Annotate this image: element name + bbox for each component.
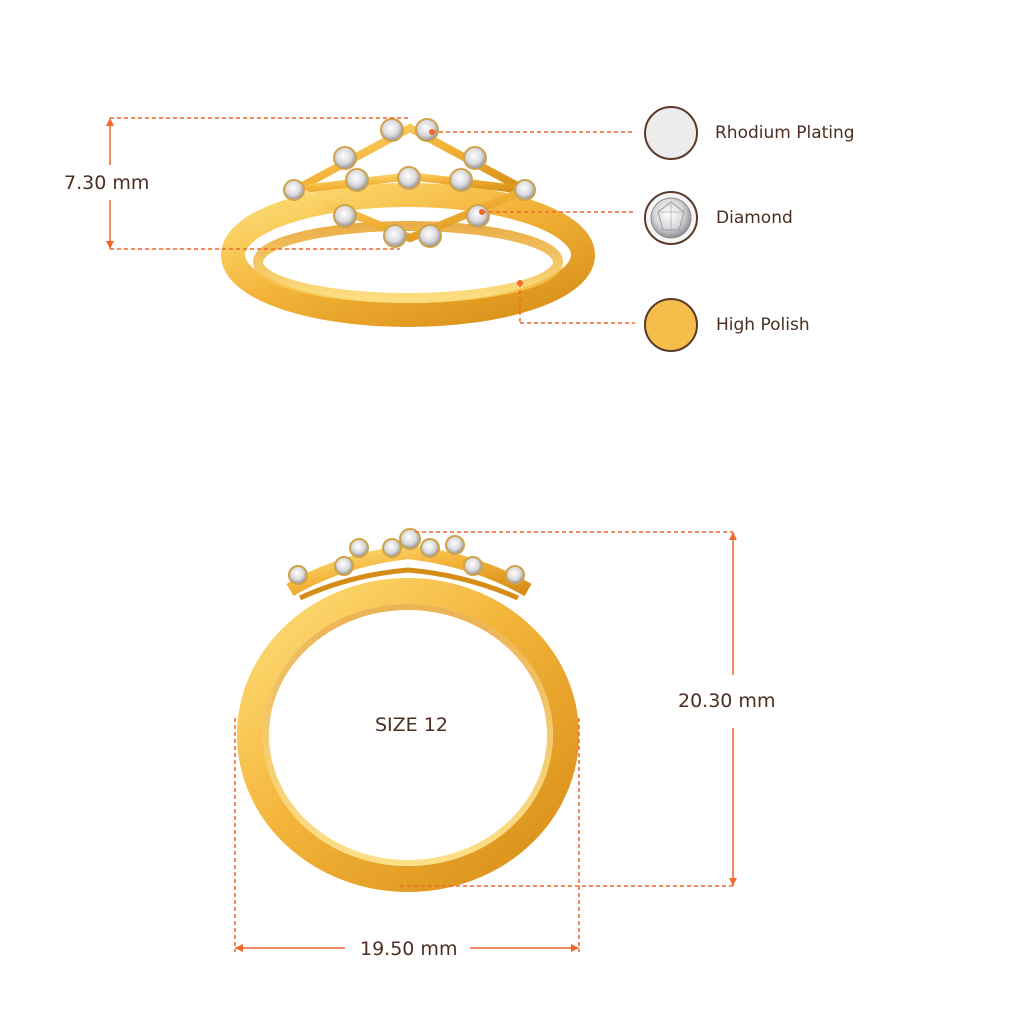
gold-swatch-icon (644, 298, 698, 352)
ring-size-label: SIZE 12 (375, 714, 448, 736)
rhodium-swatch-icon (644, 106, 698, 160)
legend-leader-lines (429, 129, 635, 324)
front-height-label: 20.30 mm (678, 690, 776, 712)
legend-polish-label: High Polish (716, 315, 810, 335)
front-view-diamonds (288, 528, 525, 585)
top-height-label: 7.30 mm (64, 172, 150, 194)
front-width-dimension (234, 718, 580, 952)
legend-diamond-label: Diamond (716, 208, 793, 228)
front-width-label: 19.50 mm (360, 938, 458, 960)
top-view-diamonds (283, 118, 536, 248)
ring-front-view (237, 528, 579, 892)
legend-rhodium-label: Rhodium Plating (715, 123, 855, 143)
front-height-dimension (400, 531, 737, 887)
top-height-dimension (106, 117, 410, 250)
ring-top-view (221, 118, 595, 327)
diamond-swatch-icon (644, 191, 698, 245)
